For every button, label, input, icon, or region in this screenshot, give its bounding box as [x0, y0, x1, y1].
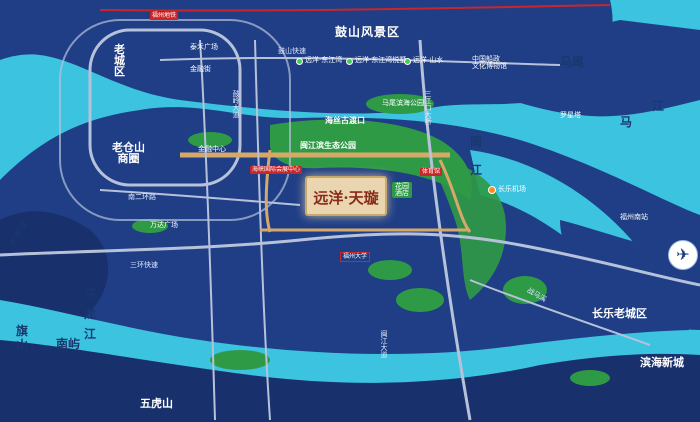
huayuan-hotel-label: 花园 酒店 — [392, 182, 412, 198]
west-island — [0, 211, 109, 332]
inner-ring-road — [88, 28, 242, 187]
changle-label: 长乐老城区 — [592, 307, 647, 320]
project-marker[interactable]: 远洋·天璇 — [305, 176, 387, 216]
haisi-label: 海丝古渡口 — [325, 116, 365, 125]
yuanyang3-label: 远洋·山水 — [413, 56, 444, 64]
sanhuan-road — [0, 232, 700, 287]
park-south-2 — [396, 288, 444, 312]
changle-airport-marker — [488, 186, 496, 194]
park-west — [132, 219, 168, 233]
jiang-label: 江 — [652, 99, 665, 113]
yanjiang-label: 闽江大道 — [380, 330, 388, 358]
southwest-land — [0, 330, 700, 422]
jinrong-label: 金融中心 — [198, 145, 226, 153]
yuanyang2-label: 远洋·东江湾悦墅 — [355, 56, 407, 64]
exhibition-tag: 海峡国际会展中心 — [250, 166, 303, 174]
wuhu-shan-label: 五虎山 — [140, 397, 173, 410]
old-lake-label: 老仓山 商圈 — [112, 141, 145, 165]
park-south — [368, 260, 412, 280]
changle-land — [560, 220, 700, 330]
airplane-icon: ✈ — [668, 240, 698, 270]
gulou-park — [188, 132, 232, 148]
sanjiang-label: 三江口大桥 — [424, 90, 432, 125]
yuanyang2-dot — [346, 58, 353, 65]
gulan-label: 鼓岭大道 — [232, 90, 240, 118]
park-riverside-sw — [210, 350, 270, 370]
east-bridge-road — [469, 279, 651, 346]
project-name: 远洋·天璇 — [313, 189, 379, 207]
wulong-river — [0, 300, 700, 383]
north-south-road-2 — [254, 39, 271, 421]
nan-er-huan-label: 南二环路 — [128, 193, 156, 201]
gushan-scenic-label: 鼓山风景区 — [335, 25, 401, 39]
qishan-label: 旗 山 — [16, 324, 29, 352]
university-tag: 福州大学 — [340, 252, 371, 262]
nanyu-label: 南屿 — [56, 337, 81, 351]
mawei-park-island — [366, 94, 434, 114]
yuanyang1-dot — [296, 58, 303, 65]
metro-tag: 福州地铁 — [150, 12, 179, 20]
gushan-road-label: 鼓山快速 — [278, 47, 306, 55]
taiyuan-label: 泰禾广场 — [190, 43, 218, 51]
minjiang-park-label: 闽江滨生态公园 — [300, 141, 356, 150]
mawei-label: 马尾 — [560, 55, 585, 69]
wulong-river-label: 乌 龙 江 — [84, 287, 97, 341]
minjiang-label: 闽 江 — [470, 135, 483, 177]
laocheng-label: 老 城 区 — [114, 43, 125, 78]
fuzhou-south-label: 福州南站 — [620, 213, 648, 221]
sanjiang-bridge-road — [418, 39, 472, 421]
mawei-land — [470, 20, 700, 117]
ring-east-road — [438, 159, 472, 233]
north-south-road-1 — [199, 39, 216, 421]
park-isle-se — [570, 370, 610, 386]
yuanyang1-label: 远洋·东江湾 — [305, 56, 343, 64]
wanda-label: 万达广场 — [150, 221, 178, 229]
riverside-park — [270, 119, 472, 200]
zhongguochuan-label: 中国船政 文化博物馆 — [472, 55, 507, 70]
metro-line — [99, 4, 611, 12]
mawei-park-label: 马尾滨海公园 — [382, 99, 424, 107]
second-ring-road — [59, 19, 291, 221]
stadium-tag: 体育馆 — [420, 168, 443, 176]
ring-west-road — [264, 149, 272, 233]
yuanyang3-dot — [404, 58, 411, 65]
ma-label: 马 — [620, 115, 633, 129]
binhai-label: 滨海新城 — [640, 356, 684, 369]
jinshan-label: 金融街 — [190, 65, 211, 73]
north-land — [0, 0, 613, 114]
changle-airport-label: 长乐机场 — [498, 185, 526, 193]
sanhuan-label: 三环快速 — [130, 261, 158, 269]
luoxing-label: 罗星塔 — [560, 111, 581, 119]
